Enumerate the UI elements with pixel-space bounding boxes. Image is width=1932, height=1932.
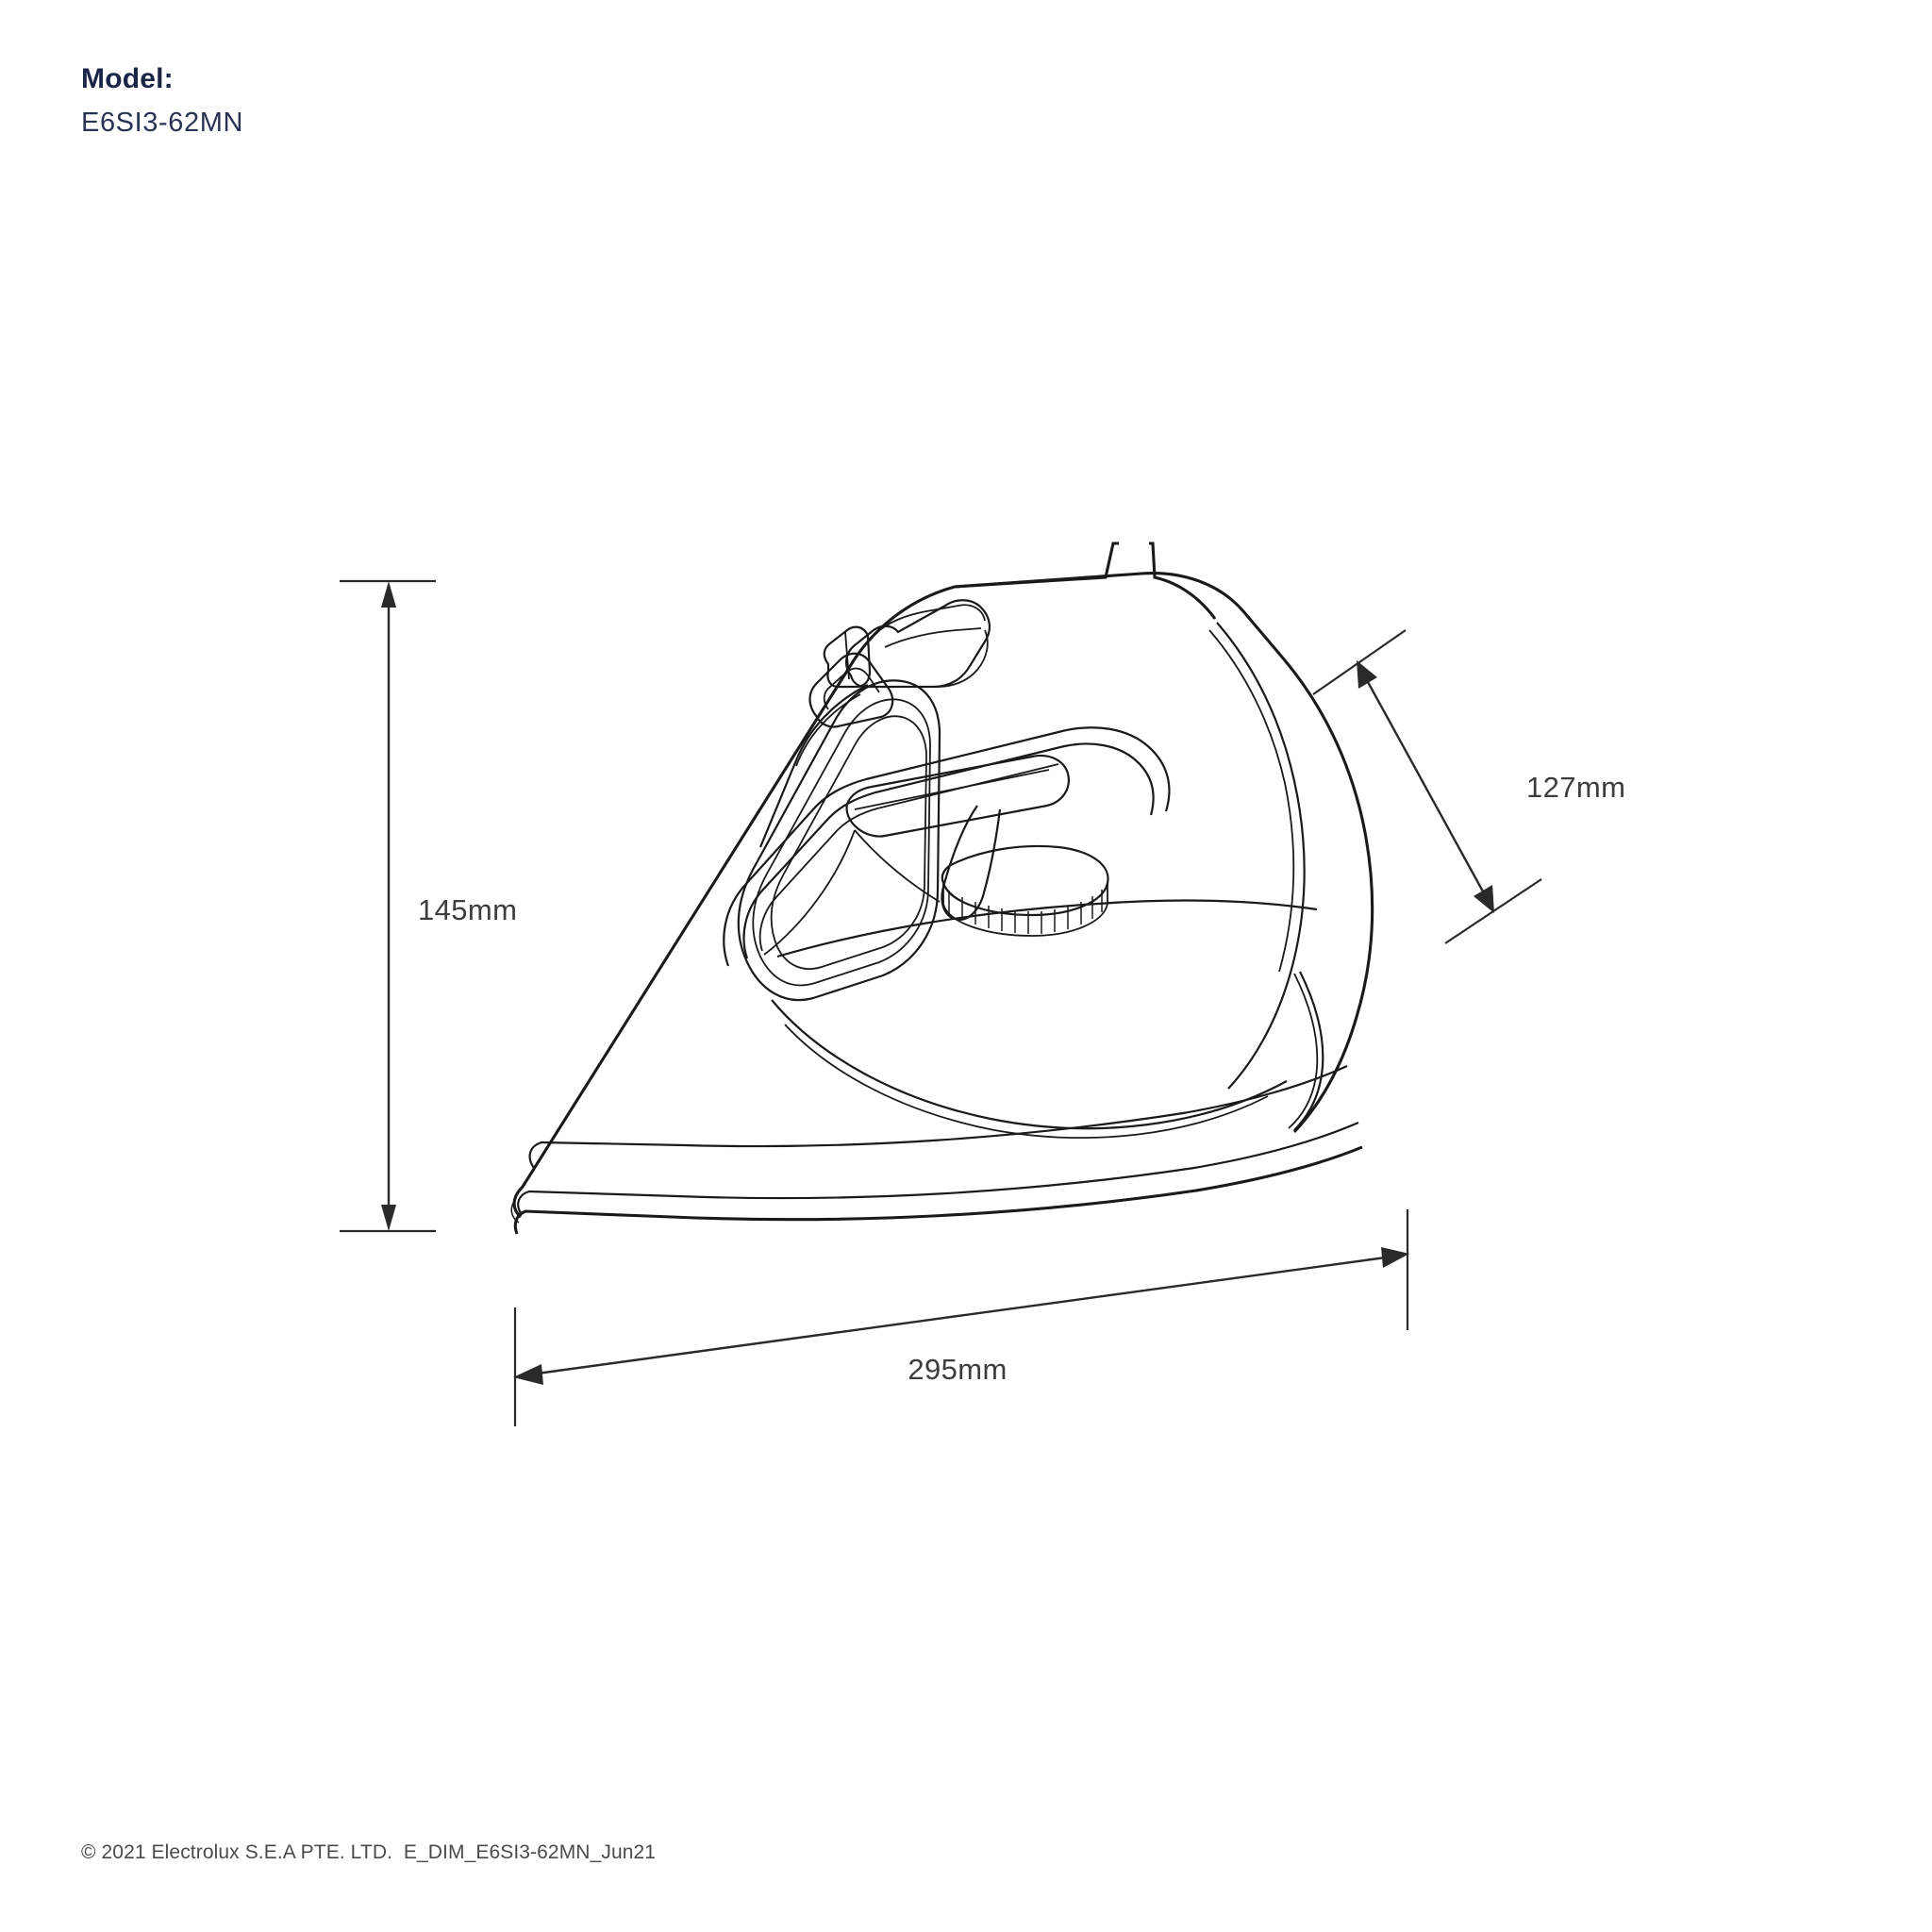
- height-arrow-top: [381, 581, 396, 608]
- thermostat-dial: [942, 846, 1108, 936]
- front-shoulder-line-2: [796, 694, 860, 766]
- spray-nozzle-face: [824, 669, 879, 709]
- depth-ext-upper: [1312, 629, 1407, 695]
- handle-support-web-2: [764, 830, 855, 955]
- dimension-height-145mm: 145mm: [340, 579, 517, 1233]
- spray-lever: [824, 627, 870, 687]
- dimension-length-295mm: 295mm: [513, 1209, 1409, 1426]
- soleplate-tip-corner: [511, 1200, 519, 1223]
- front-window-mid: [753, 699, 930, 985]
- water-tank-seam: [777, 901, 1317, 957]
- soleplate-bottom-edge: [515, 1147, 1362, 1234]
- top-rear-profile: [955, 543, 1119, 587]
- steam-trigger-bar: [847, 756, 1069, 837]
- spray-lever-edge: [845, 632, 849, 679]
- water-tank-lower-curve-2: [785, 1024, 1268, 1138]
- spray-nozzle-housing: [810, 654, 893, 727]
- front-window-inner: [772, 716, 926, 969]
- dimension-depth-127mm: 127mm: [1312, 629, 1625, 944]
- depth-arrow-upper: [1357, 660, 1377, 689]
- front-window-outer: [739, 680, 940, 1000]
- handle-support-web: [855, 830, 940, 902]
- iron-body-outline: [514, 574, 1373, 1217]
- front-shoulder-line: [760, 685, 868, 847]
- cord-exit-notch: [1149, 543, 1215, 619]
- soleplate-lower-face: [518, 1123, 1358, 1213]
- dimension-label-295mm: 295mm: [908, 1353, 1007, 1386]
- handle-loop-underside: [760, 764, 1058, 951]
- depth-arrow-lower: [1474, 885, 1494, 913]
- copyright-footer: © 2021 Electrolux S.E.A PTE. LTD. E_DIM_…: [81, 1841, 657, 1863]
- dimension-label-145mm: 145mm: [418, 893, 517, 926]
- model-number: E6SI3-62MN: [81, 108, 244, 138]
- rear-heel-crease: [1294, 972, 1323, 1130]
- water-fill-cap-seam: [885, 628, 981, 647]
- iron-illustration: [511, 543, 1372, 1234]
- water-fill-cap-lip: [938, 630, 988, 687]
- length-arrow-right: [1381, 1247, 1409, 1268]
- model-header: Model: E6SI3-62MN: [81, 60, 741, 142]
- length-dim-line: [529, 1255, 1393, 1376]
- handle-loop-outer: [724, 727, 1169, 966]
- steam-trigger-bar-seam: [855, 770, 1049, 809]
- handle-loop-inner: [744, 743, 1154, 958]
- rear-heel-crease-inner: [1289, 974, 1317, 1128]
- water-tank-lower-curve: [772, 1000, 1287, 1128]
- dimension-label-127mm: 127mm: [1526, 771, 1625, 804]
- height-arrow-bottom: [381, 1205, 396, 1231]
- length-arrow-left: [513, 1364, 543, 1385]
- rear-body-contour: [1217, 623, 1305, 1089]
- rear-body-contour-inner: [1209, 630, 1293, 972]
- water-fill-cap-top: [875, 605, 985, 634]
- model-label: Model:: [81, 63, 174, 94]
- depth-dim-line: [1360, 671, 1491, 903]
- soleplate-trim-band: [530, 1066, 1347, 1168]
